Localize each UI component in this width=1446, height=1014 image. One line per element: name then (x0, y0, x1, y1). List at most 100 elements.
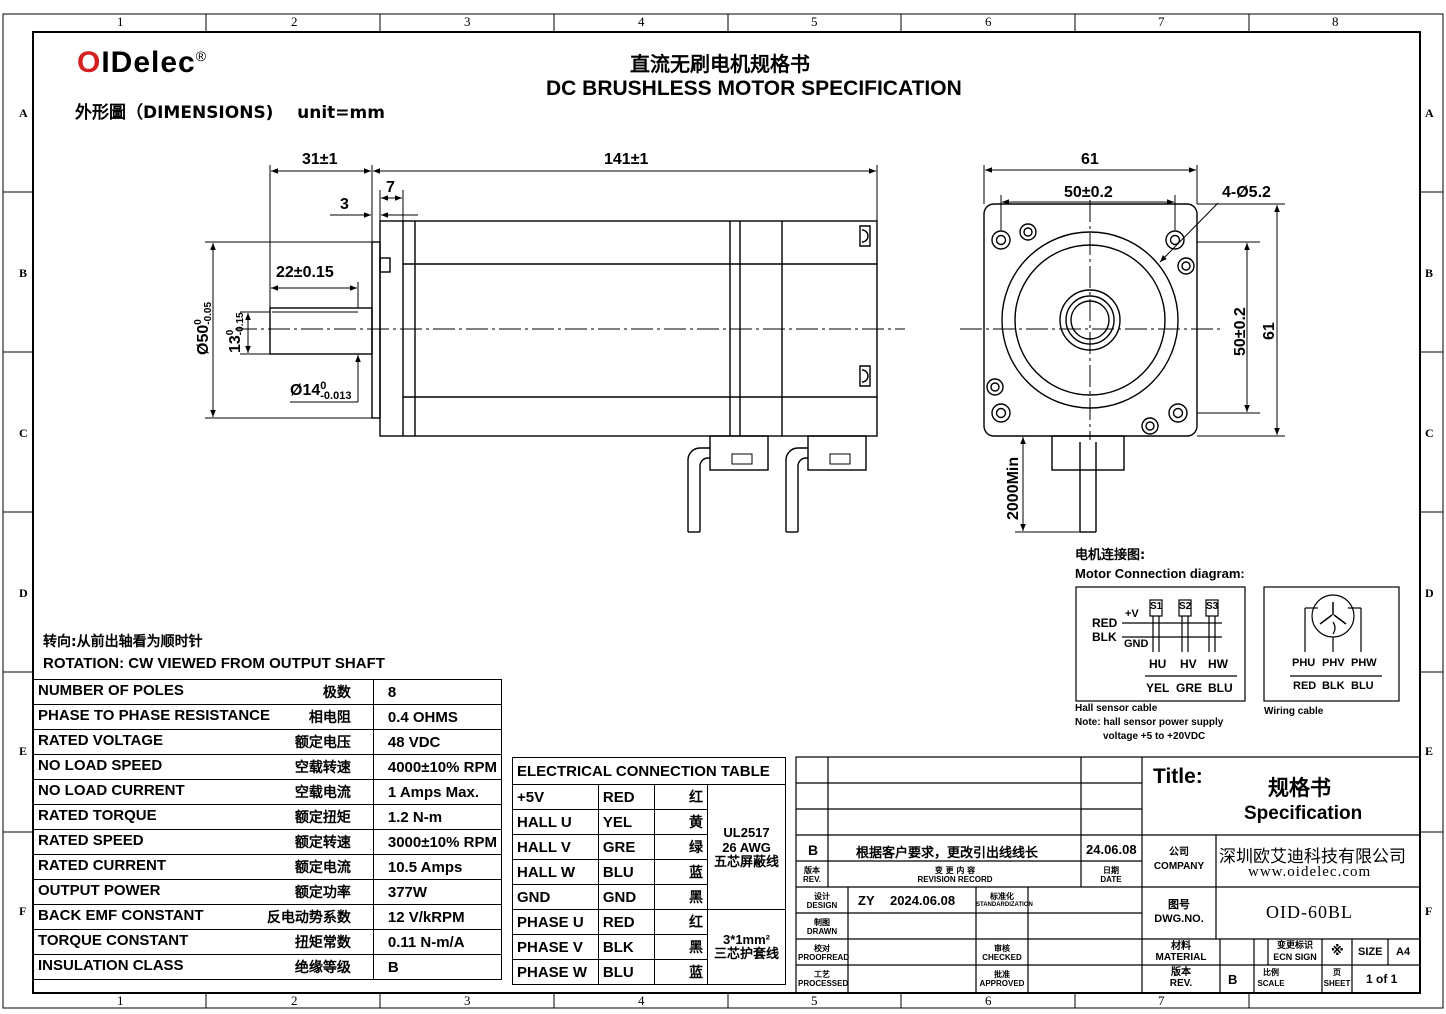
col-label: 5 (811, 993, 818, 1008)
spec-value: 1.2 N-m (372, 804, 503, 830)
row-label: D (1425, 586, 1434, 600)
dim-7: 7 (386, 179, 395, 196)
spec-label-cn: 空载转速 (294, 760, 351, 776)
checked-label-en: CHECKED (982, 953, 1022, 962)
cable-spec-line: 五芯屏蔽线 (714, 854, 780, 870)
cable-spec-line: 3*1mm² (723, 932, 770, 947)
hall-note-1: Note: hall sensor power supply (1075, 717, 1224, 728)
logo-text: IDelec (101, 46, 196, 79)
spec-label-en: INSULATION CLASS (38, 957, 184, 974)
cable-spec-line: UL2517 (723, 824, 770, 840)
hall-hv: HV (1180, 657, 1197, 671)
spec-label-en: NUMBER OF POLES (38, 682, 184, 699)
revision-date: 24.06.08 (1086, 842, 1137, 857)
dim-13-value: 13 (227, 335, 245, 353)
dim-dia50-tol-bot: -0.05 (203, 301, 214, 325)
electrical-signal: GND (512, 884, 599, 910)
connection-title-en: Motor Connection diagram: (1075, 566, 1245, 581)
wiring-blk: BLK (1322, 680, 1345, 692)
electrical-color: RED (597, 909, 655, 935)
dim-50-top: 50±0.2 (1064, 184, 1113, 201)
dim-3: 3 (340, 196, 349, 213)
company-name: 深圳欧艾迪科技有限公司 (1219, 847, 1406, 866)
electrical-color-cn: 红 (653, 909, 709, 935)
cable-spec-line: 三芯护套线 (714, 947, 780, 962)
spec-value: 3000±10% RPM (372, 829, 503, 855)
electrical-color: GRE (597, 834, 655, 860)
dimensions-label: 外形圖（DIMENSIONS) unit=mm (75, 103, 385, 123)
col-label: 7 (1158, 993, 1165, 1008)
grid-ticks (3, 14, 1443, 1008)
spec-label-cn: 额定转速 (294, 835, 351, 851)
hall-red: RED (1092, 616, 1118, 630)
electrical-signal: HALL W (512, 859, 599, 885)
title-label: Title: (1153, 765, 1203, 788)
row-label: E (19, 744, 28, 758)
rev-header-cn: 版本 (804, 866, 820, 875)
sheet-label-en: SHEET (1323, 979, 1351, 988)
std-label-en: STANDARDIZATION (976, 902, 1033, 908)
electrical-signal: +5V (512, 784, 599, 810)
spec-label-en: PHASE TO PHASE RESISTANCE (38, 707, 270, 724)
size-value: A4 (1396, 946, 1411, 958)
logo-o: O (77, 46, 102, 79)
spec-label-en: OUTPUT POWER (38, 882, 161, 899)
row-label: A (1425, 106, 1434, 120)
std-label-cn: 标准化 (990, 892, 1014, 901)
spec-label-cn: 额定功率 (294, 885, 351, 901)
spec-label-cn: 额定扭矩 (294, 810, 351, 826)
scale-label-cn: 比例 (1263, 968, 1279, 977)
dim-dia14-value: Ø14 (290, 382, 321, 400)
title-block-lines (795, 756, 1421, 994)
material-label-en: MATERIAL (1155, 952, 1207, 963)
spec-label-cell: OUTPUT POWER 额定功率 (33, 879, 374, 905)
col-label: 8 (1332, 14, 1339, 29)
col-label: 2 (291, 14, 298, 29)
hall-note-2: voltage +5 to +20VDC (1103, 731, 1206, 742)
design-label-en: DESIGN (806, 901, 838, 910)
checked-label-cn: 审核 (994, 944, 1010, 953)
row-label: D (19, 586, 28, 600)
row-label: B (19, 266, 28, 280)
processed-label-en: PROCESSED (798, 979, 849, 988)
electrical-color: YEL (597, 809, 655, 835)
spec-label-cn: 额定电流 (294, 860, 351, 876)
hall-blk: BLK (1092, 630, 1117, 644)
col-label: 1 (117, 993, 124, 1008)
spec-label-en: TORQUE CONSTANT (38, 932, 189, 949)
dim-13-tol-bot: -0.15 (235, 312, 246, 336)
dim-holes: 4-Ø5.2 (1222, 184, 1271, 201)
spec-value: 0.11 N-m/A (372, 929, 503, 955)
electrical-color: BLK (597, 934, 655, 960)
dim-dia50-value: Ø50 (195, 324, 213, 355)
dim-31: 31±1 (302, 151, 338, 168)
wiring-blu: BLU (1351, 680, 1374, 692)
hall-s1: S1 (1150, 601, 1163, 612)
col-label: 4 (638, 14, 645, 29)
electrical-signal: PHASE V (512, 934, 599, 960)
sheet-value: 1 of 1 (1366, 972, 1398, 986)
spec-value: 10.5 Amps (372, 854, 503, 880)
hall-s3: S3 (1206, 601, 1219, 612)
title-en: DC BRUSHLESS MOTOR SPECIFICATION (546, 77, 962, 100)
